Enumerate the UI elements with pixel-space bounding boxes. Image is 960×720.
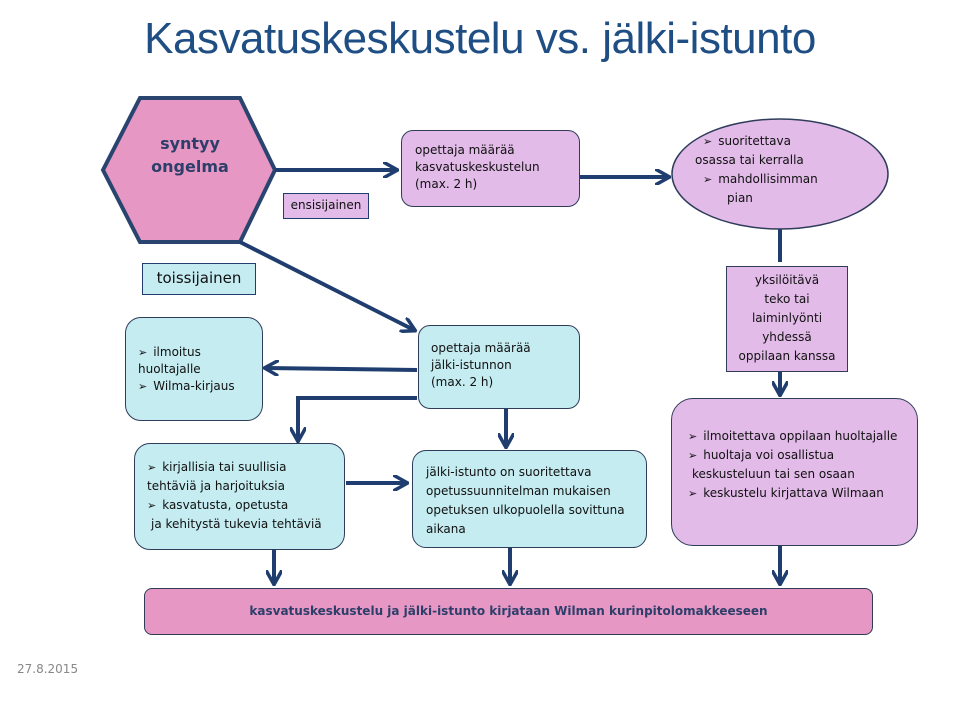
slide-date: 27.8.2015 bbox=[17, 662, 79, 676]
bullet-continuation: tehtäviä ja harjoituksia bbox=[147, 479, 285, 493]
individual-box: yksilöitävä teko tai laiminlyönti yhdess… bbox=[726, 266, 848, 372]
secondary-label: toissijainen bbox=[142, 263, 256, 295]
box-line: yksilöitävä bbox=[754, 273, 820, 287]
box-line: kasvatuskeskustelun bbox=[415, 160, 540, 174]
box-line: opetussuunnitelman mukaisen bbox=[426, 484, 611, 498]
box-line: yhdessä bbox=[762, 330, 812, 344]
bullet-item: kirjallisia tai suullisia bbox=[147, 458, 344, 477]
record-in-wilma-box: kasvatuskeskustelu ja jälki-istunto kirj… bbox=[144, 588, 873, 635]
box-line: opettaja määrää bbox=[431, 341, 531, 355]
start-line: syntyy bbox=[160, 134, 220, 153]
arrow-detention-to-notify bbox=[266, 368, 418, 370]
timing-ellipse-text: suoritettava osassa tai kerralla mahdoll… bbox=[695, 132, 818, 208]
bullet-item: kasvatusta, opetusta bbox=[147, 496, 344, 515]
bullet-continuation: pian bbox=[727, 191, 753, 205]
discussion-notes-box: ilmoitettava oppilaan huoltajalle huolta… bbox=[671, 398, 918, 546]
start-node: syntyy ongelma bbox=[104, 132, 276, 178]
bullet-item: ilmoitettava oppilaan huoltajalle bbox=[688, 427, 917, 446]
bullet-item: mahdollisimman bbox=[695, 170, 818, 189]
box-line: (max. 2 h) bbox=[431, 375, 494, 389]
box-line: oppilaan kanssa bbox=[738, 349, 836, 363]
box-line: jälki-istunto on suoritettava bbox=[426, 465, 592, 479]
bullet-continuation: huoltajalle bbox=[138, 362, 201, 376]
bullet-continuation: osassa tai kerralla bbox=[695, 153, 804, 167]
box-line: opetuksen ulkopuolella sovittuna bbox=[426, 503, 625, 517]
notify-box: ilmoitus huoltajalle Wilma-kirjaus bbox=[125, 317, 263, 421]
box-line: teko tai bbox=[764, 292, 810, 306]
start-line: ongelma bbox=[151, 157, 229, 176]
tasks-box: kirjallisia tai suullisia tehtäviä ja ha… bbox=[134, 443, 345, 550]
slide-title: Kasvatuskeskustelu vs. jälki-istunto bbox=[144, 14, 816, 63]
assign-discussion-box: opettaja määrää kasvatuskeskustelun (max… bbox=[401, 130, 580, 207]
box-line: opettaja määrää bbox=[415, 143, 515, 157]
arrow-detention-to-tasks bbox=[298, 396, 417, 440]
box-line: aikana bbox=[426, 522, 466, 536]
bullet-item: huoltaja voi osallistua bbox=[688, 446, 917, 465]
box-line: (max. 2 h) bbox=[415, 177, 478, 191]
bullet-item: Wilma-kirjaus bbox=[138, 378, 262, 395]
assign-detention-box: opettaja määrää jälki-istunnon (max. 2 h… bbox=[418, 325, 580, 409]
primary-label: ensisijainen bbox=[283, 193, 369, 219]
bullet-item: suoritettava bbox=[695, 132, 818, 151]
detention-timing-box: jälki-istunto on suoritettava opetussuun… bbox=[412, 450, 647, 548]
bullet-continuation: keskusteluun tai sen osaan bbox=[692, 467, 855, 481]
bullet-continuation: ja kehitystä tukevia tehtäviä bbox=[151, 517, 322, 531]
bullet-item: keskustelu kirjattava Wilmaan bbox=[688, 484, 917, 503]
box-line: laiminlyönti bbox=[751, 311, 823, 325]
bullet-item: ilmoitus bbox=[138, 344, 262, 361]
arrow-hex-to-assign-detention bbox=[239, 240, 414, 330]
box-line: jälki-istunnon bbox=[431, 358, 512, 372]
